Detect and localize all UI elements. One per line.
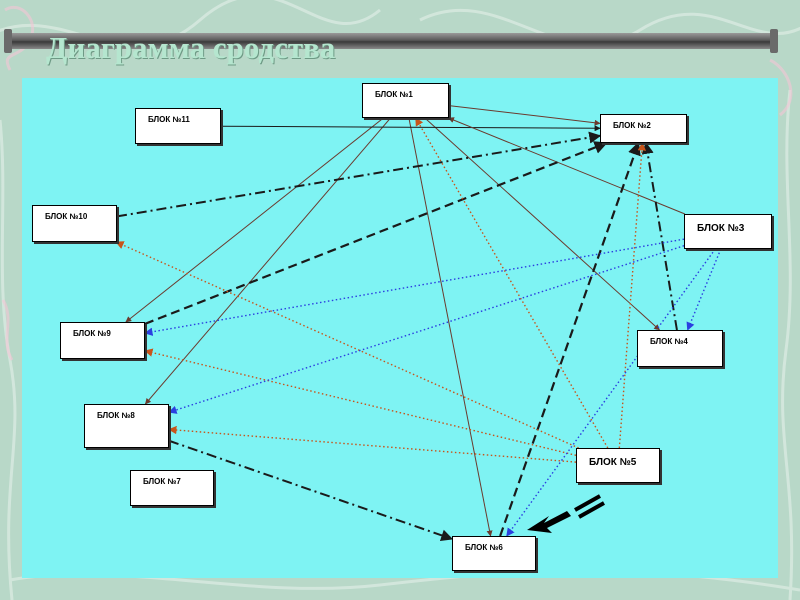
block-4-label: БЛОК №4 bbox=[650, 337, 688, 346]
block-5-label: БЛОК №5 bbox=[589, 457, 637, 468]
block-11-label: БЛОК №11 bbox=[148, 115, 190, 124]
block-7-label: БЛОК №7 bbox=[143, 477, 181, 486]
edge-b5-to-b8 bbox=[168, 425, 577, 463]
edge-b5-to-b10 bbox=[115, 241, 579, 449]
block-7[interactable]: БЛОК №7 bbox=[130, 470, 214, 506]
edge-b1-to-b8 bbox=[144, 117, 391, 405]
block-1[interactable]: БЛОК №1 bbox=[362, 83, 449, 118]
page-title: Диаграмма сродства bbox=[46, 30, 336, 65]
edge-b5-to-b9 bbox=[144, 348, 577, 456]
block-5[interactable]: БЛОК №5 bbox=[576, 448, 660, 483]
edge-b4-to-b2 bbox=[641, 141, 678, 331]
block-1-label: БЛОК №1 bbox=[375, 90, 413, 99]
diagram-edges bbox=[115, 105, 722, 542]
block-10-label: БЛОК №10 bbox=[45, 212, 88, 221]
edge-b3-to-b9 bbox=[144, 238, 685, 336]
edge-b11-to-b2 bbox=[220, 125, 601, 132]
edge-b5-to-b1 bbox=[415, 117, 609, 449]
block-3-label: БЛОК №3 bbox=[697, 223, 745, 234]
title-bar bbox=[6, 33, 774, 49]
block-9[interactable]: БЛОК №9 bbox=[60, 322, 145, 359]
edge-b1-to-b2 bbox=[448, 105, 601, 126]
block-4[interactable]: БЛОК №4 bbox=[637, 330, 723, 367]
edge-b10-to-b2 bbox=[116, 131, 602, 218]
edge-b3-to-b6 bbox=[506, 248, 716, 537]
pointer-arrow bbox=[527, 494, 605, 533]
block-6[interactable]: БЛОК №6 bbox=[452, 536, 536, 571]
edge-b1-to-b6 bbox=[408, 117, 493, 537]
block-3[interactable]: БЛОК №3 bbox=[684, 214, 772, 249]
title-bar-cap-left bbox=[4, 29, 12, 53]
edge-b1-to-b9 bbox=[125, 117, 384, 323]
edge-b9-to-b2 bbox=[144, 141, 608, 325]
block-10[interactable]: БЛОК №10 bbox=[32, 205, 117, 242]
block-11[interactable]: БЛОК №11 bbox=[135, 108, 221, 144]
block-8[interactable]: БЛОК №8 bbox=[84, 404, 169, 448]
edge-b3-to-b1 bbox=[448, 117, 686, 215]
title-bar-cap-right bbox=[770, 29, 778, 53]
edge-b3-to-b8 bbox=[168, 245, 685, 414]
diagram-panel: БЛОК №1 БЛОК №2 БЛОК №3 БЛОК №4 БЛОК №5 … bbox=[22, 78, 778, 578]
edge-b8-to-b6 bbox=[168, 439, 454, 542]
edge-b3-to-b4 bbox=[686, 248, 722, 331]
block-2-label: БЛОК №2 bbox=[613, 121, 651, 130]
block-2[interactable]: БЛОК №2 bbox=[600, 114, 687, 143]
edge-b1-to-b4 bbox=[424, 117, 660, 331]
block-9-label: БЛОК №9 bbox=[73, 329, 111, 338]
block-8-label: БЛОК №8 bbox=[97, 411, 135, 420]
edge-b5-to-b2 bbox=[618, 142, 647, 449]
block-6-label: БЛОК №6 bbox=[465, 543, 503, 552]
